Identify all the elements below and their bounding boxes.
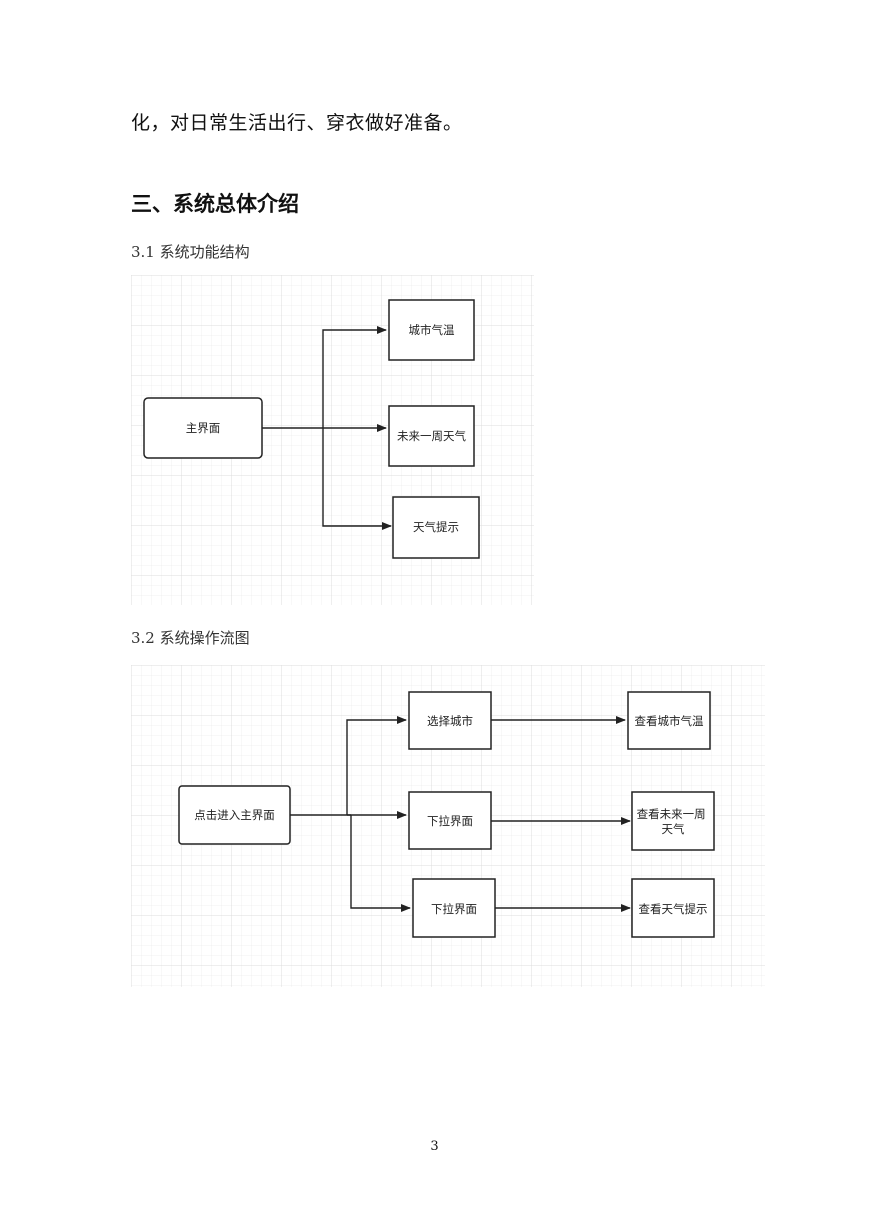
function-structure-diagram: 主界面 城市气温 未来一周天气 天气提示 [131,275,534,605]
connector-to-city-temp [322,326,387,428]
node-select-city-label: 选择城市 [427,714,473,728]
node-root: 主界面 [143,397,263,459]
node-view-weather-tips: 查看天气提示 [631,878,715,938]
node-week-weather: 未来一周天气 [388,405,475,467]
node-view-city-temp-label: 查看城市气温 [635,714,704,728]
node-view-week-weather-line-2: 天气 [662,822,685,836]
connector-to-weather-tips [322,428,392,530]
intro-paragraph: 化，对日常生活出行、穿衣做好准备。 [131,112,463,134]
node-root-label: 主界面 [186,421,221,435]
node-pull-down-1-label: 下拉界面 [427,814,473,828]
node-pull-down-2-label: 下拉界面 [431,902,477,916]
node-view-week-weather-line-1: 查看未来一周 [637,807,706,821]
node-view-city-temp: 查看城市气温 [627,691,711,750]
node-enter-main-label: 点击进入主界面 [194,808,275,822]
node-select-city: 选择城市 [408,691,492,750]
node-enter-main: 点击进入主界面 [178,785,291,845]
page-number: 3 [430,1139,439,1154]
node-week-weather-label: 未来一周天气 [397,429,466,443]
connector-to-select-city [346,716,407,815]
node-view-week-weather: 查看未来一周 天气 [631,791,715,851]
structure-caption: 3.1 系统功能结构 [131,243,250,261]
node-view-week-weather-label: 查看未来一周 天气 [637,807,710,836]
section-heading: 三、系统总体介绍 [131,192,299,216]
connector-to-pull-down-2 [350,815,411,912]
node-pull-down-2: 下拉界面 [412,878,496,938]
node-weather-tips-label: 天气提示 [413,520,459,534]
node-pull-down-1: 下拉界面 [408,791,492,850]
node-city-temp: 城市气温 [388,299,475,361]
node-city-temp-label: 城市气温 [409,323,455,337]
node-view-weather-tips-label: 查看天气提示 [639,902,708,916]
operation-flow-diagram: 点击进入主界面 选择城市 下拉界面 下拉界面 查看城市气温 查看未来一周 天气 [131,665,765,987]
node-weather-tips: 天气提示 [392,496,480,559]
flow-caption: 3.2 系统操作流图 [131,629,250,647]
